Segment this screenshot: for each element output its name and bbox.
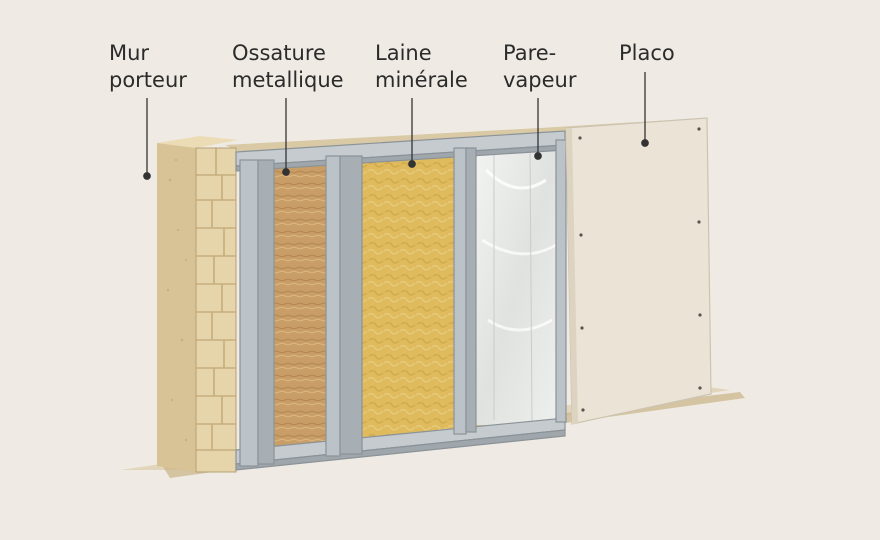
- plasterboard-panel: [565, 117, 712, 425]
- wood-fibre-insulation: [274, 162, 326, 450]
- label-pare-vapeur: Pare- vapeur: [503, 41, 577, 92]
- stone-wall: [157, 136, 238, 473]
- label-laine-minerale: Laine minérale: [375, 41, 468, 92]
- metal-stud-frame: [235, 130, 567, 471]
- label-ossature-metallique: Ossature metallique: [232, 41, 344, 92]
- label-placo: Placo: [619, 41, 675, 65]
- mineral-wool: [362, 152, 454, 440]
- vapor-barrier-film: [476, 145, 560, 425]
- label-mur-porteur: Mur porteur: [109, 41, 187, 92]
